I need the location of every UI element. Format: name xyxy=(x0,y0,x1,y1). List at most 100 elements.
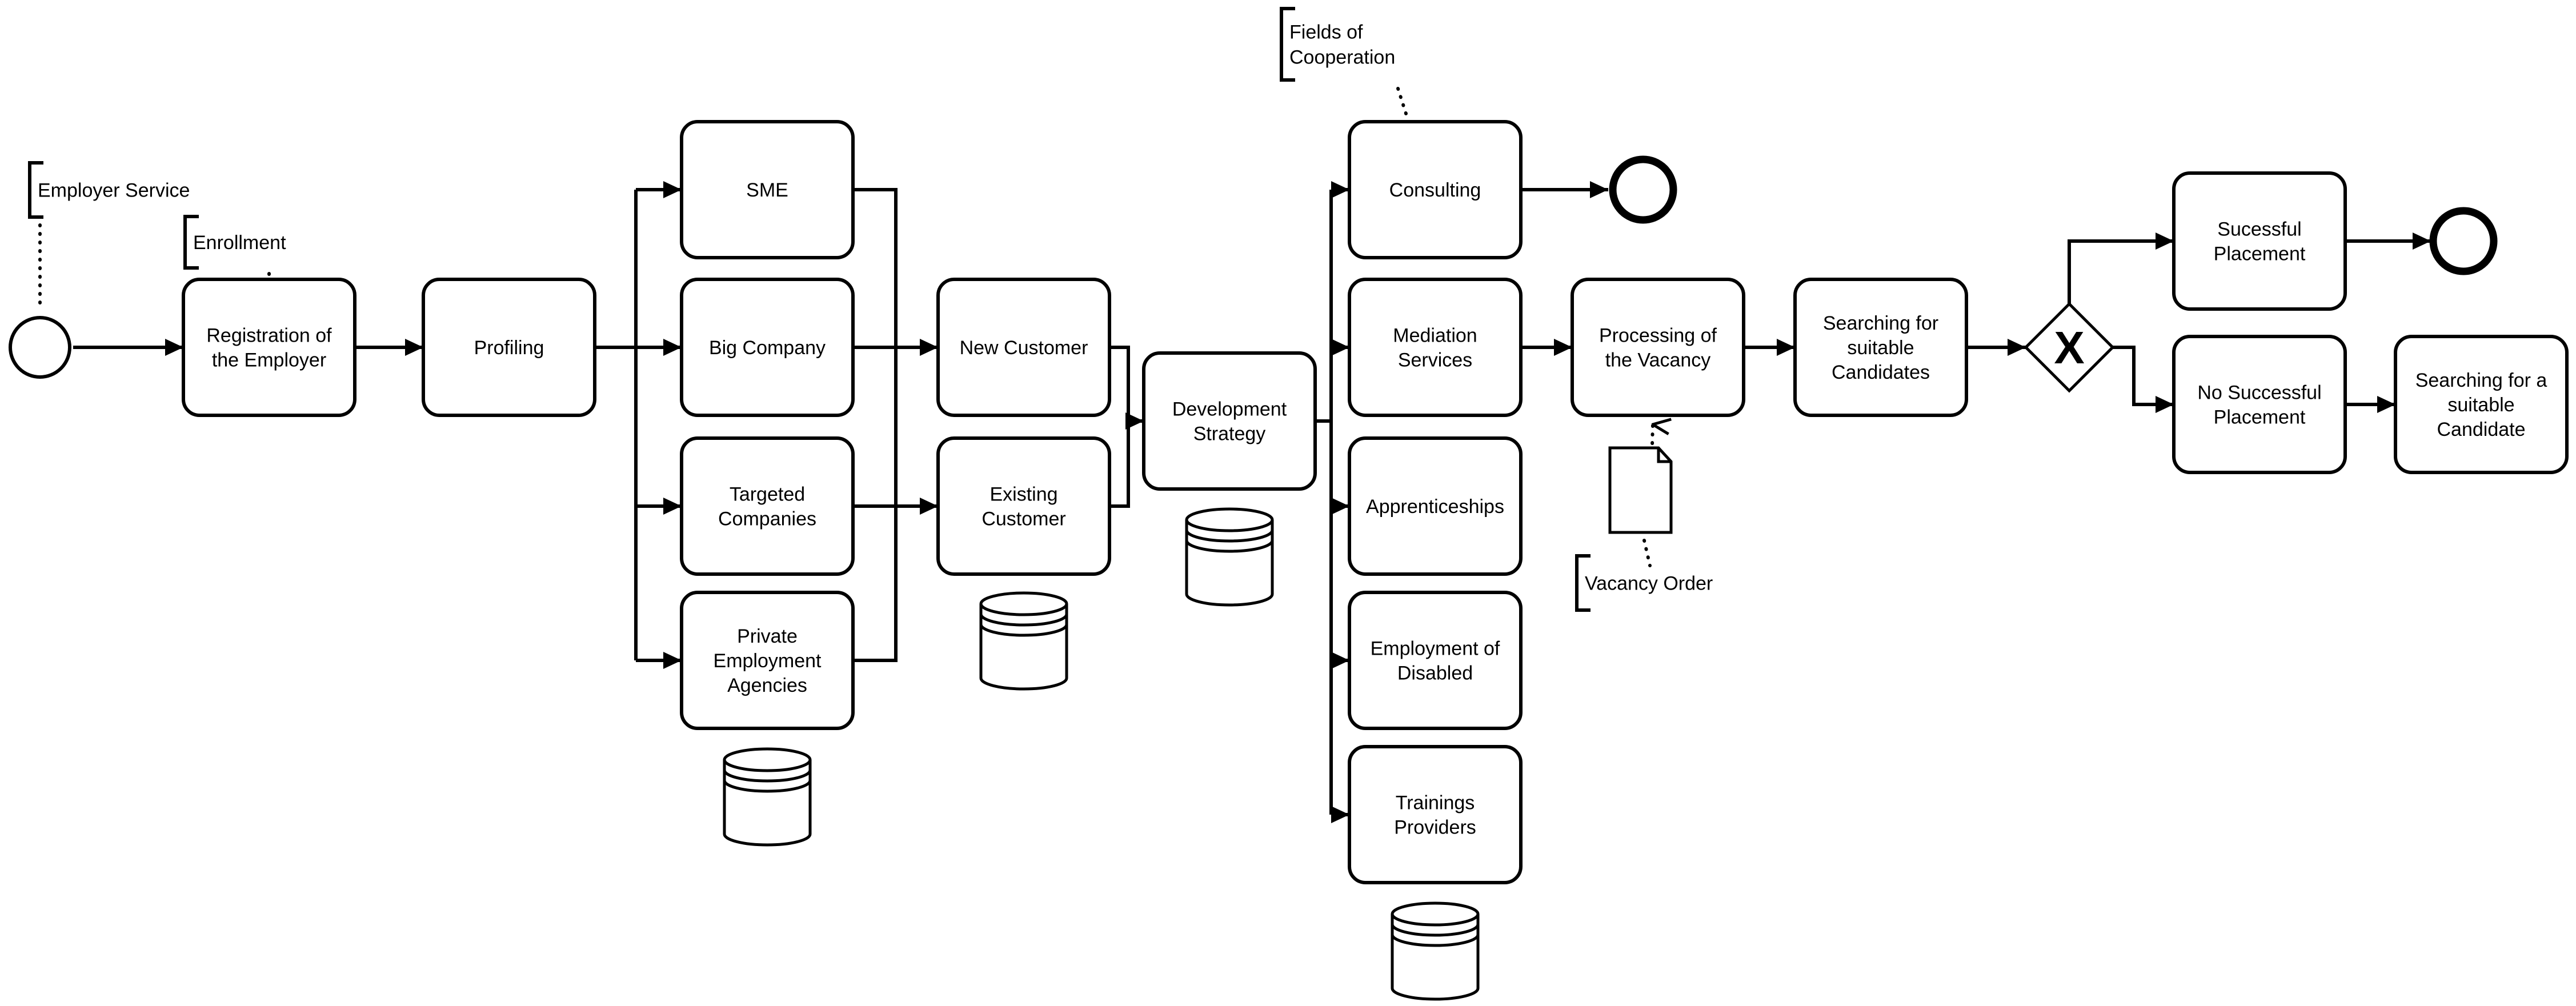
task-label-line: Searching for a xyxy=(2415,370,2547,391)
task-label-line: the Employer xyxy=(212,350,326,371)
task-label-line: Candidate xyxy=(2437,419,2525,440)
task-box xyxy=(680,436,855,576)
task-box xyxy=(936,436,1111,576)
task-label-line: Employment xyxy=(714,650,822,672)
task-label-line: Apprenticeships xyxy=(1366,496,1504,518)
association-vacancy-label xyxy=(1642,539,1652,567)
task-label-line: Big Company xyxy=(709,337,826,359)
task-box xyxy=(1348,278,1523,417)
task-box xyxy=(1348,436,1523,576)
task-consulting[interactable]: Consulting xyxy=(1348,120,1523,259)
task-label-line: Processing of xyxy=(1599,325,1717,347)
task-processing-vacancy[interactable]: Processing of the Vacancy xyxy=(1571,278,1745,417)
task-box xyxy=(1348,591,1523,730)
task-label-line: Employment of xyxy=(1371,638,1500,660)
task-big-company[interactable]: Big Company xyxy=(680,278,855,417)
exclusive-gateway[interactable]: X xyxy=(2024,302,2115,393)
task-box xyxy=(680,120,855,259)
task-registration[interactable]: Registration of the Employer xyxy=(182,278,356,417)
task-label-line: Sucessful xyxy=(2217,219,2301,241)
task-label-line: No Successful xyxy=(2197,382,2321,404)
task-label-line: Companies xyxy=(718,508,816,530)
task-sme[interactable]: SME xyxy=(680,120,855,259)
end-event-consulting[interactable] xyxy=(1609,155,1677,224)
task-employment-disabled[interactable]: Employment of Disabled xyxy=(1348,591,1523,730)
annotation-text: Enrollment xyxy=(193,232,286,254)
task-box xyxy=(182,278,356,417)
customer-merge[interactable] xyxy=(1109,346,1130,508)
task-label-line: suitable xyxy=(2447,394,2514,416)
gateway-diamond xyxy=(2024,302,2115,393)
task-label-line: Disabled xyxy=(1397,663,1473,684)
task-label-line: Services xyxy=(1398,350,1472,371)
task-box xyxy=(422,278,596,417)
task-label-line: New Customer xyxy=(960,337,1088,359)
task-label-line: Searching for xyxy=(1823,312,1938,334)
task-box xyxy=(1571,278,1745,417)
task-label-line: Placement xyxy=(2214,243,2306,265)
task-label-line: Profiling xyxy=(474,337,544,359)
data-store-company-types xyxy=(723,747,812,847)
task-label-line: Private xyxy=(737,626,798,647)
end-event-placement[interactable] xyxy=(2429,207,2498,275)
task-label-line: Targeted xyxy=(730,484,805,506)
task-label-line: Agencies xyxy=(727,675,807,696)
task-label-line: Trainings xyxy=(1396,792,1475,814)
task-profiling[interactable]: Profiling xyxy=(422,278,596,417)
sequence-flow[interactable] xyxy=(2113,346,2174,413)
start-event[interactable] xyxy=(9,316,71,379)
task-label-line: Customer xyxy=(981,508,1065,530)
annotation-text: Fields of xyxy=(1289,22,1363,43)
task-label-line: Mediation xyxy=(1393,325,1477,347)
task-label-line: Candidates xyxy=(1832,362,1930,383)
task-label-line: suitable xyxy=(1847,337,1914,359)
data-store-strategy xyxy=(1185,507,1274,607)
annotation-employer-service: Employer Service xyxy=(28,161,190,219)
task-box xyxy=(2172,171,2347,311)
annotation-text: Vacancy Order xyxy=(1585,573,1713,595)
task-box xyxy=(680,591,855,730)
task-label-line: Consulting xyxy=(1389,179,1481,201)
annotation-text: Cooperation xyxy=(1289,47,1395,69)
annotation-vacancy-order: Vacancy Order xyxy=(1575,554,1713,612)
association-fields xyxy=(1396,87,1408,117)
sequence-flow[interactable] xyxy=(2068,233,2174,304)
task-box xyxy=(2172,335,2347,474)
data-store-customers xyxy=(979,591,1068,691)
task-label-line: SME xyxy=(746,179,788,201)
merge-bus[interactable] xyxy=(853,188,898,662)
data-store-cooperation xyxy=(1391,901,1480,1001)
task-box xyxy=(1348,745,1523,884)
task-box xyxy=(936,278,1111,417)
annotation-enrollment: Enrollment xyxy=(183,215,286,270)
task-apprenticeships[interactable]: Apprenticeships xyxy=(1348,436,1523,576)
task-label-line: Placement xyxy=(2214,407,2306,428)
task-box xyxy=(2394,335,2569,474)
task-label-line: Existing xyxy=(989,484,1057,506)
task-label-line: the Vacancy xyxy=(1605,350,1711,371)
task-box xyxy=(680,278,855,417)
task-box xyxy=(1142,351,1317,491)
task-label-line: Development xyxy=(1172,399,1287,420)
gateway-x-icon: X xyxy=(2054,322,2084,373)
task-label-line: Strategy xyxy=(1193,423,1266,445)
task-box xyxy=(1348,120,1523,259)
annotation-fields-of-cooperation: Fields of Cooperation xyxy=(1280,7,1395,82)
task-label-line: Registration of xyxy=(206,325,332,347)
annotation-text: Employer Service xyxy=(38,180,190,202)
task-box xyxy=(1793,278,1968,417)
task-new-customer[interactable]: New Customer xyxy=(936,278,1111,417)
task-label-line: Providers xyxy=(1394,817,1476,839)
vacancy-order-document-icon[interactable] xyxy=(1608,446,1673,534)
